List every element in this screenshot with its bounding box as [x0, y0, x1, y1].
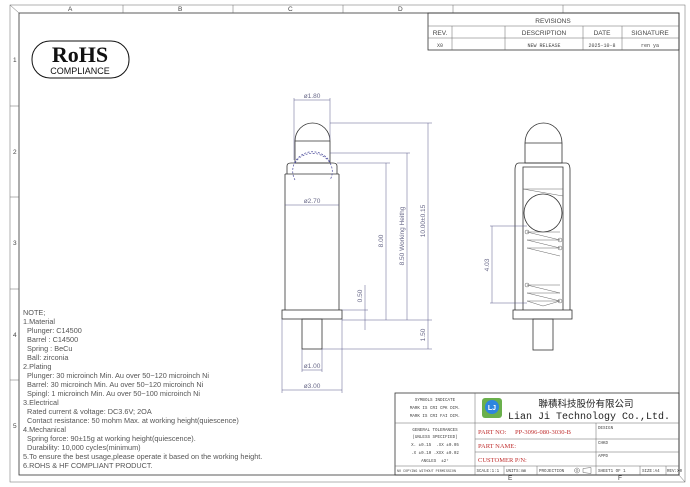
tolerance-line: (UNLESS SPECIFIED)	[412, 435, 457, 440]
note-line: 3.Electrical	[23, 398, 59, 407]
company-name-cn: 聯積科技股份有限公司	[538, 398, 633, 410]
row-label: 1	[13, 57, 17, 64]
column-label: C	[288, 6, 293, 13]
note-line: Barrel: 30 microinch Min. Au over 50~120…	[23, 380, 204, 389]
compliance-text: COMPLIANCE	[50, 66, 110, 76]
projection: PROJECTION	[539, 470, 565, 474]
row-label: 4	[13, 332, 17, 339]
tail-length-dim: 1.50	[420, 328, 427, 341]
flange-thickness-dim: 0.50	[357, 289, 364, 302]
note-line: NOTE;	[23, 308, 45, 317]
note-line: Barrel : C14500	[23, 335, 78, 344]
note-line: 4.Mechanical	[23, 425, 66, 434]
total-height-dim: 10.00±0.15	[420, 204, 427, 237]
flange-diameter: ø3.00	[304, 383, 321, 390]
spring-length-dim: 4.03	[484, 258, 491, 271]
company-logo: LJ	[482, 398, 502, 418]
note-line: 1.Material	[23, 317, 55, 326]
rohs-text: RoHS	[52, 42, 108, 67]
row-label: 2	[13, 149, 17, 156]
note-line: Ball: zirconia	[23, 353, 69, 362]
size: SIZE:A4	[642, 470, 660, 474]
checked-label: CHKD	[598, 442, 609, 446]
drawing-frame: A B C D E F 1 2 3 4 5	[9, 4, 686, 483]
title-block: SYMBOLS INDICATE MARK IS CRI CPK DIM. MA…	[394, 392, 683, 476]
dim-8-00: 8.00	[378, 234, 385, 247]
spring-icon	[524, 229, 563, 307]
note-line: Contact resistance: 50 mohm Max. at work…	[23, 416, 239, 425]
symbols-line: SYMBOLS INDICATE	[415, 399, 456, 403]
revisions-table: REVISIONS REV. DESCRIPTION DATE SIGNATUR…	[427, 12, 680, 51]
signature-header: SIGNATURE	[631, 30, 669, 37]
column-label: D	[398, 6, 403, 13]
section-view: 4.03	[484, 122, 573, 351]
note-line: Spingl: 1 microinch Min. Au over 50~100 …	[23, 389, 200, 398]
part-name-label: PART NAME:	[478, 443, 516, 450]
signature-value: ren ya	[641, 43, 659, 49]
rev: REV:X0	[667, 470, 683, 474]
date-header: DATE	[594, 30, 612, 37]
column-label: A	[68, 6, 73, 13]
column-label: F	[618, 475, 622, 482]
approved-label: APPD	[598, 455, 609, 459]
units: UNITS:mm	[506, 470, 527, 474]
tolerance-line: GENERAL TOLERANCES	[412, 429, 458, 433]
date-value: 2025-10-8	[588, 43, 615, 49]
rohs-logo: RoHS COMPLIANCE	[31, 40, 130, 79]
side-view: ø1.80 ø2.70 ø1.00 ø3.00 8.00 8.50 Workin…	[281, 93, 432, 393]
customer-pn-label: CUSTOMER P/N:	[478, 457, 527, 464]
row-label: 3	[13, 240, 17, 247]
note-line: Spring : BeCu	[23, 344, 72, 353]
note-line: 6.ROHS & HF COMPLIANT PRODUCT.	[23, 461, 153, 470]
company-name-en: Lian Ji Technology Co.,Ltd.	[508, 411, 670, 423]
note-line: Durability: 10,000 cycles(minimum)	[23, 443, 141, 452]
description-header: DESCRIPTION	[522, 30, 567, 37]
note-line: Plunger: C14500	[23, 326, 82, 335]
working-height-dim: 8.50 Working Heithg	[399, 206, 406, 265]
rev-header: REV.	[433, 30, 448, 37]
company-logo-text: LJ	[488, 405, 496, 412]
part-no-value: PP-3096-080-3030-B	[515, 429, 572, 436]
tail-diameter: ø1.00	[304, 363, 321, 370]
note-line: Plunger: 30 microinch Min. Au over 50~12…	[23, 371, 209, 380]
plunger-diameter: ø1.80	[304, 93, 321, 100]
notes: NOTE; 1.Material Plunger: C14500 Barrel …	[23, 308, 262, 470]
no-copying-notice: NO COPYING WITHOUT PERMISSION	[397, 470, 456, 474]
symbols-line: MARK IS CRI FAI DIM.	[410, 415, 460, 419]
rev-value: X0	[437, 43, 443, 49]
description-value: NEW RELEASE	[527, 43, 560, 49]
design-label: DESIGN	[598, 427, 614, 431]
note-line: 5.To ensure the best usage,please operat…	[23, 452, 262, 461]
sheet: SHEET1 OF 1	[598, 470, 626, 474]
note-line: 2.Plating	[23, 362, 51, 371]
barrel-diameter: ø2.70	[304, 198, 321, 205]
column-label: B	[178, 6, 182, 13]
scale: SCALE:1:1	[477, 470, 500, 474]
row-label: 5	[13, 423, 17, 430]
revisions-title: REVISIONS	[535, 18, 571, 25]
tolerance-line: X. ±0.15 .XX ±0.05	[411, 444, 459, 448]
part-no-label: PART NO:	[478, 429, 507, 436]
tolerance-line: .X ±0.10 .XXX ±0.02	[411, 452, 459, 456]
symbols-line: MARK IS CRI CPK DIM.	[410, 407, 460, 411]
column-label: E	[508, 475, 513, 482]
note-line: Rated current & voltage: DC3.6V; 2OA	[23, 407, 152, 416]
tolerance-line: ANGLES ±2°	[421, 459, 449, 464]
note-line: Spring force: 90±15g at working height(q…	[23, 434, 196, 443]
projection-symbol-icon	[574, 467, 592, 474]
